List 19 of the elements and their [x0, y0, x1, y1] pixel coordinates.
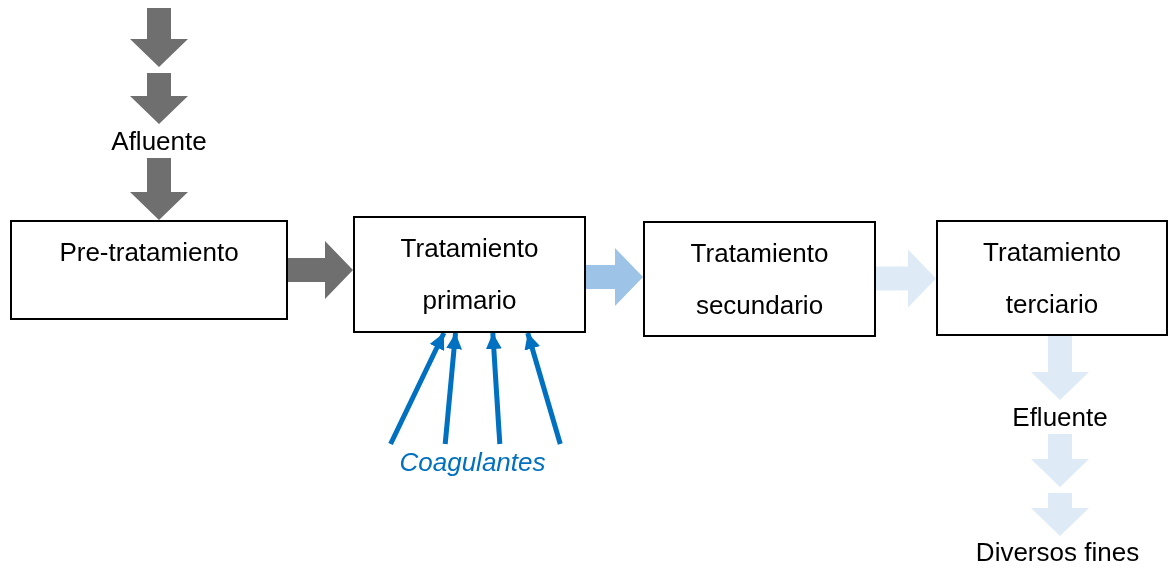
- process-box: Tratamiento secundario: [643, 221, 876, 337]
- arrow: [524, 332, 563, 445]
- arrow: [442, 332, 462, 445]
- block-arrow: [586, 248, 643, 306]
- block-arrow: [1031, 434, 1089, 536]
- block-arrow: [130, 158, 188, 220]
- process-box: Pre-tratamiento: [10, 220, 288, 320]
- stage-label: Diversos fines: [945, 536, 1170, 568]
- process-box: Tratamiento primario: [353, 216, 586, 333]
- block-arrow: [1031, 336, 1089, 400]
- arrow: [485, 332, 503, 445]
- process-box: Tratamiento terciario: [936, 220, 1168, 336]
- input-label: Coagulantes: [375, 444, 570, 480]
- block-arrow: [130, 8, 188, 124]
- block-arrow: [288, 241, 353, 299]
- stage-label: Efluente: [1000, 400, 1120, 434]
- stage-label: Afluente: [100, 124, 218, 158]
- arrow: [388, 331, 447, 446]
- block-arrow: [876, 249, 936, 308]
